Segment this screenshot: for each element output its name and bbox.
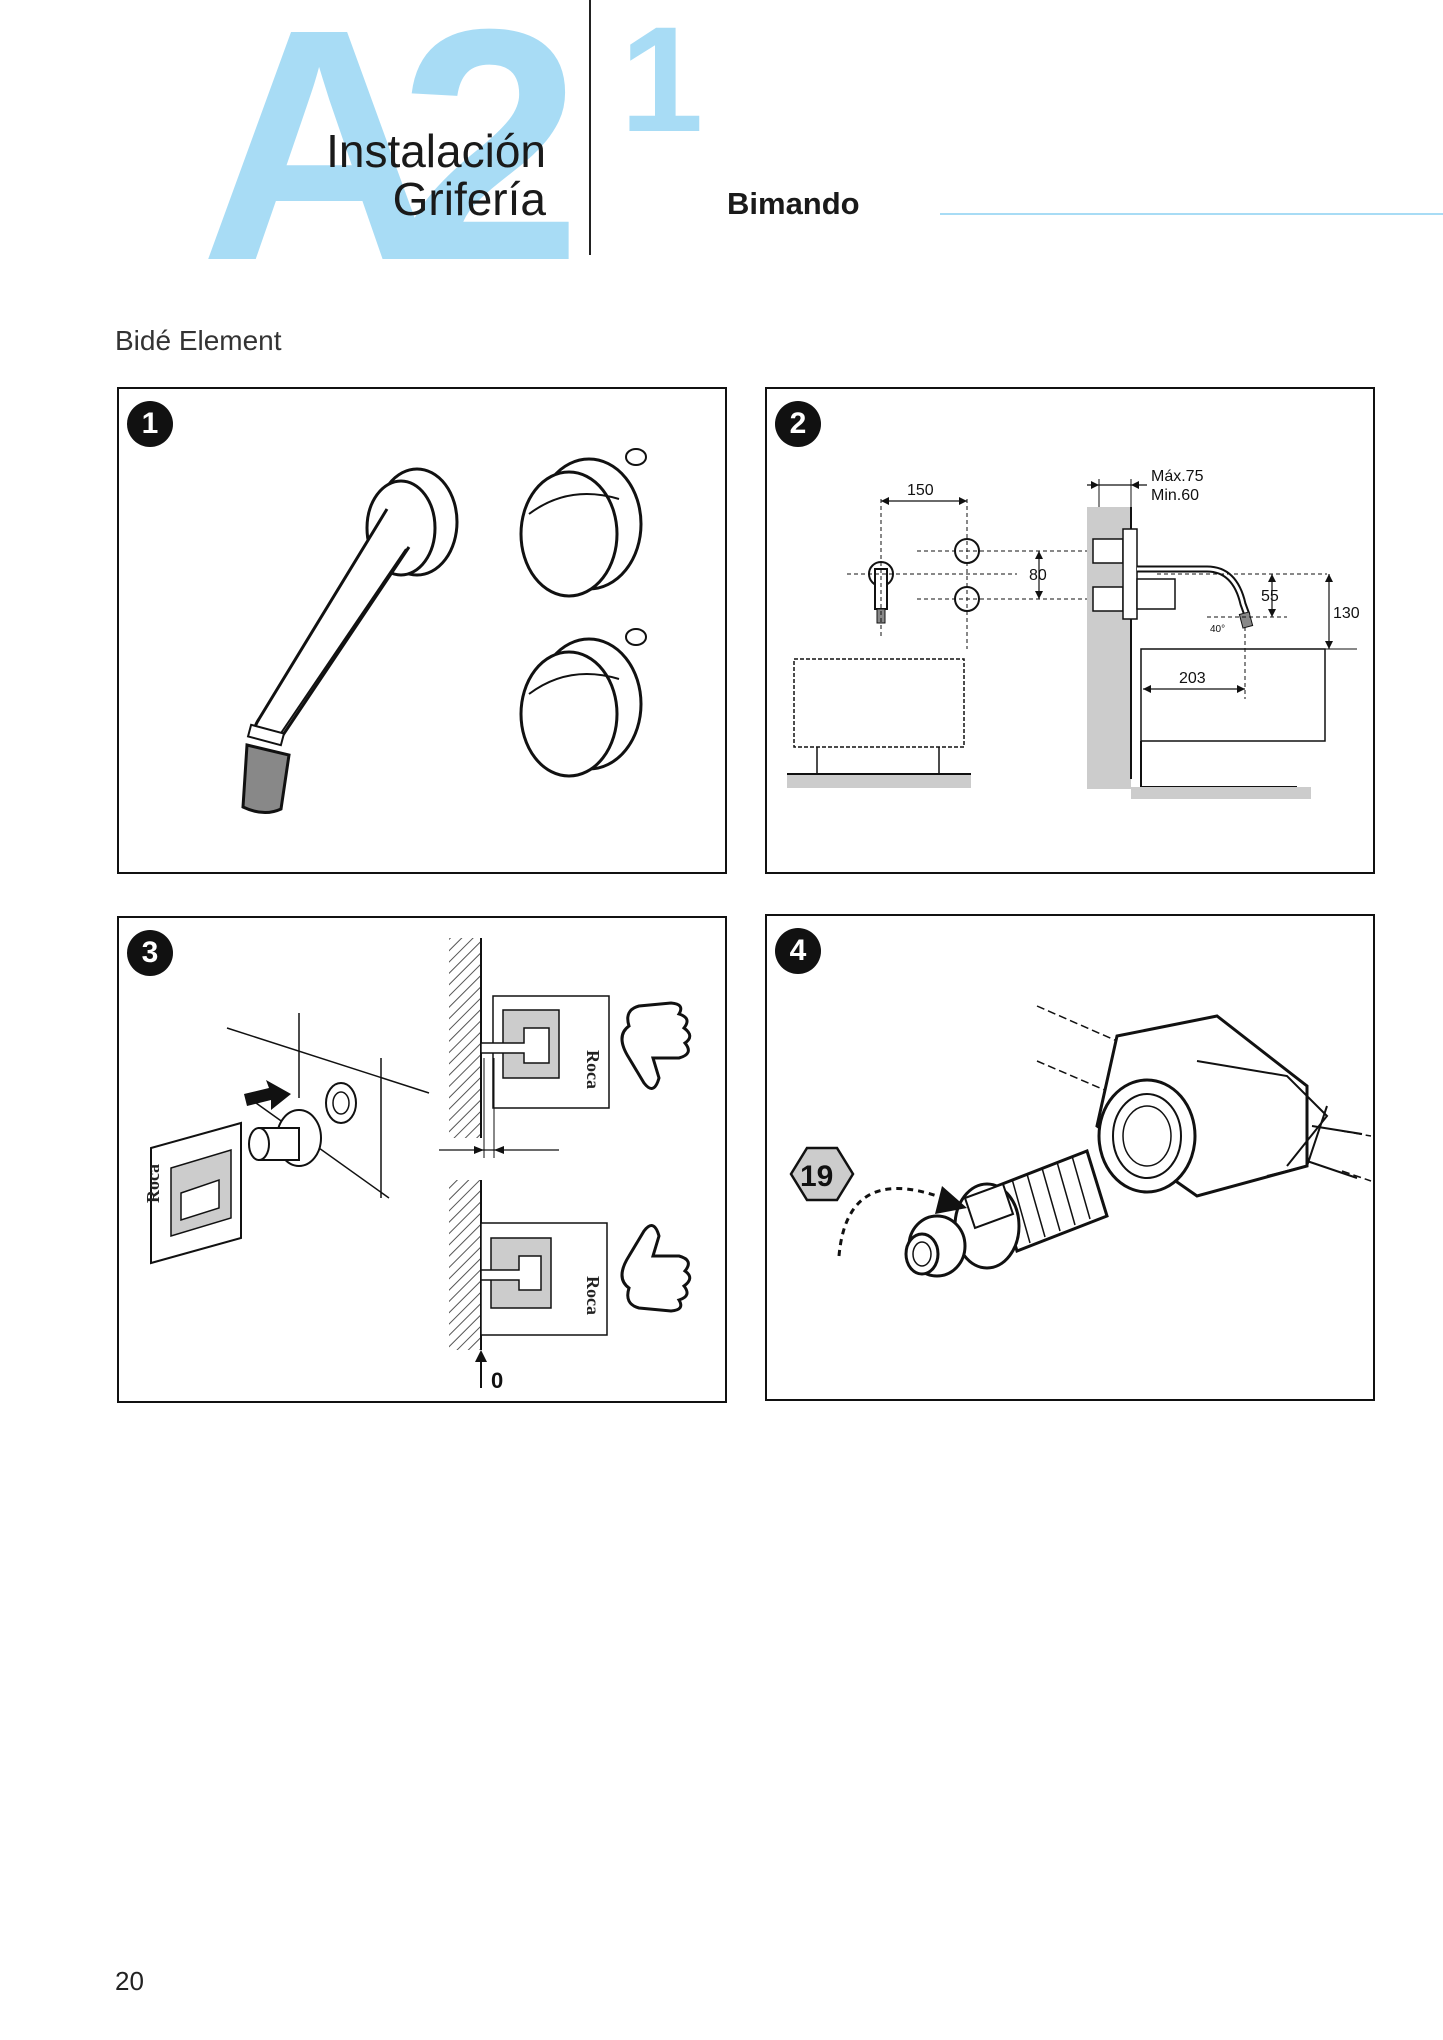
dimension-diagram: 150 80 Máx.75 Min.60 55 130 40° <box>787 468 1360 799</box>
cartridge-installation-illustration: Roca Roca Roca 0 <box>143 938 692 1393</box>
title-line-1: Instalación <box>326 125 546 177</box>
zero-marker: 0 <box>491 1368 503 1393</box>
dim-203: 203 <box>1179 670 1206 687</box>
panel-step-2: 150 80 Máx.75 Min.60 55 130 40° <box>765 387 1375 874</box>
spout-handles-illustration <box>241 448 647 814</box>
subtitle: Bimando <box>727 186 860 221</box>
cartridge-tightening-illustration: 19 <box>789 1005 1372 1278</box>
step-badge: 4 <box>775 928 821 974</box>
panel-step-3: Roca Roca Roca 0 <box>117 916 727 1403</box>
accent-rule <box>940 213 1443 215</box>
dim-40: 40° <box>1210 624 1225 635</box>
dim-150: 150 <box>907 482 934 499</box>
subsection-number: 1 <box>620 0 704 163</box>
title-line-2: Grifería <box>392 173 546 225</box>
dim-80: 80 <box>1029 567 1047 584</box>
step-badge: 1 <box>127 401 173 447</box>
dim-55: 55 <box>1261 588 1279 605</box>
step-badge: 2 <box>775 401 821 447</box>
roca-logo-plate-3: Roca <box>583 1276 603 1315</box>
wrench-size: 19 <box>800 1160 833 1193</box>
roca-logo-plate-1: Roca <box>143 1164 163 1203</box>
header-divider <box>589 0 591 255</box>
section-title: Bidé Element <box>115 325 282 356</box>
dim-min: Min.60 <box>1151 487 1199 504</box>
section-code: A2 <box>200 0 582 329</box>
panel-step-1: 1 <box>117 387 727 874</box>
roca-logo-plate-2: Roca <box>583 1050 603 1089</box>
panel-step-4: 19 4 <box>765 914 1375 1401</box>
page-number: 20 <box>115 1966 144 1996</box>
dim-130: 130 <box>1333 605 1360 622</box>
dim-max: Máx.75 <box>1151 468 1204 485</box>
step-badge: 3 <box>127 930 173 976</box>
